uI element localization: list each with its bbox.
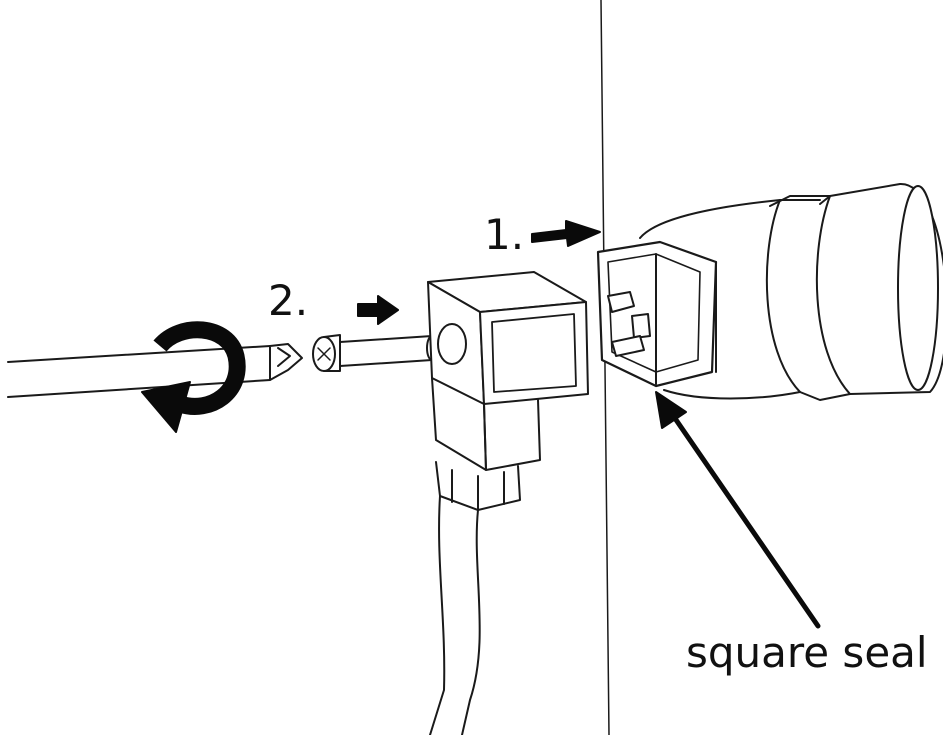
connector-plug	[427, 271, 589, 511]
wall-line	[600, 0, 610, 735]
step2-label: 2.	[268, 276, 309, 325]
push-arrow-icon	[357, 295, 399, 325]
step1-label: 1.	[484, 210, 525, 259]
square-seal	[596, 240, 718, 388]
device-body	[639, 182, 943, 401]
rotate-arrow-icon	[141, 321, 246, 433]
screw	[312, 334, 438, 372]
leader-arrow-icon	[655, 391, 821, 629]
square-seal-label: square seal	[686, 628, 928, 677]
step1-arrow-icon	[531, 220, 601, 247]
cable	[429, 495, 481, 735]
